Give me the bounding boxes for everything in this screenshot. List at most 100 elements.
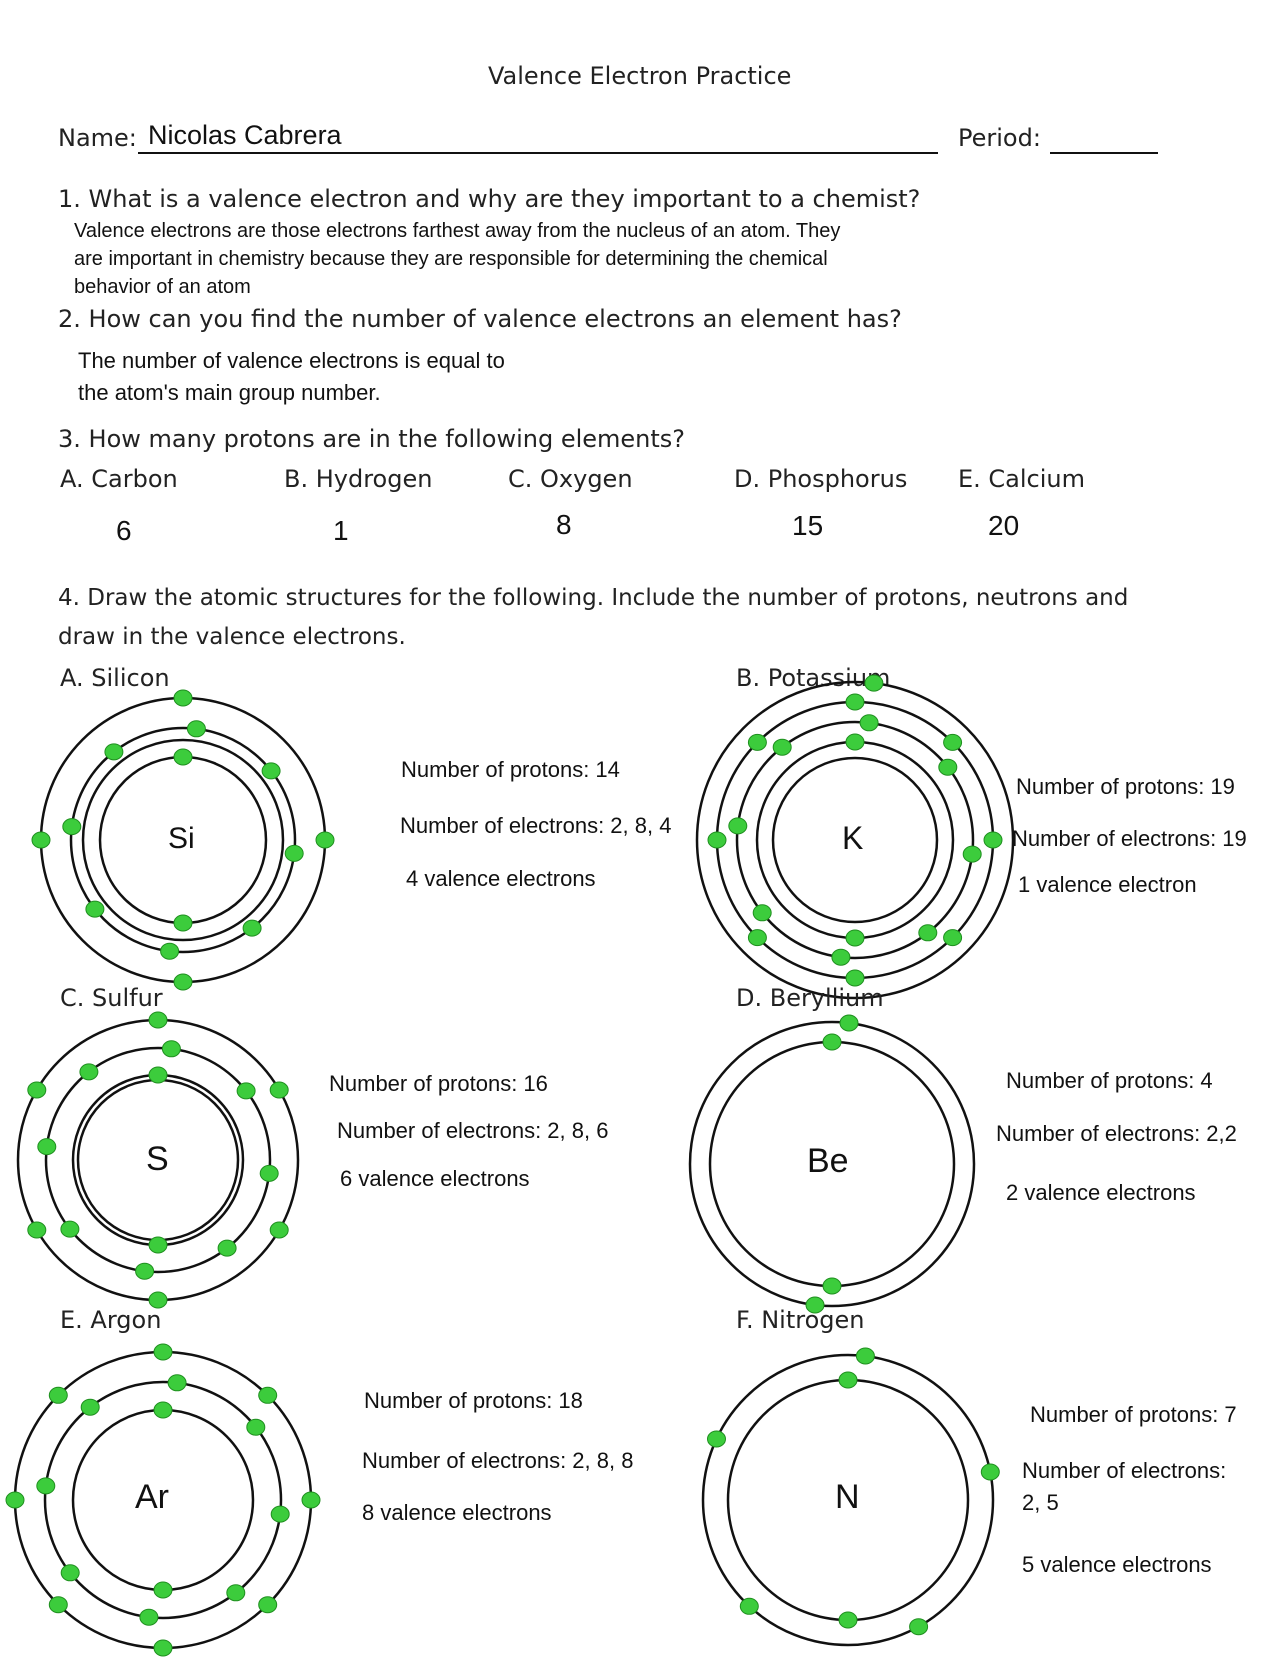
s-electron (27, 1081, 47, 1099)
s-electron (37, 1138, 57, 1156)
k-electron (747, 733, 767, 751)
be-electron (805, 1296, 825, 1314)
q3-label-carbon: A. Carbon (60, 465, 178, 493)
k-electron (962, 845, 982, 863)
nitrogen-protons: Number of protons: 7 (1030, 1402, 1237, 1427)
q3-answer-phosphorus: 15 (792, 510, 824, 541)
nitrogen-electrons-line-2: 2, 5 (1022, 1490, 1059, 1515)
q3-answer-carbon: 6 (116, 515, 132, 546)
ar-electron (301, 1491, 321, 1509)
ar-electron (258, 1596, 278, 1614)
name-line (138, 152, 938, 154)
si-shell-2 (69, 726, 297, 954)
si-nucleus-circle (81, 738, 285, 942)
si-electron (31, 831, 51, 849)
si-electron (186, 720, 206, 738)
k-electron (845, 693, 865, 711)
s-electron (148, 1291, 168, 1309)
s-electron (27, 1221, 47, 1239)
si-electron (160, 942, 180, 960)
q3-label-oxygen: C. Oxygen (508, 465, 633, 493)
question-1: 1. What is a valence electron and why ar… (58, 185, 921, 213)
nitrogen-symbol: N (835, 1478, 860, 1516)
n-electron (980, 1463, 1000, 1481)
q3-label-phosphorus: D. Phosphorus (734, 465, 908, 493)
ar-shell-2 (43, 1380, 283, 1620)
k-electron (918, 924, 938, 942)
k-nucleus-circle (771, 756, 939, 924)
si-electron (104, 743, 124, 761)
q3-label-hydrogen: B. Hydrogen (284, 465, 433, 493)
sulfur-valence: 6 valence electrons (340, 1166, 530, 1191)
k-electron (943, 733, 963, 751)
s-electron (259, 1164, 279, 1182)
atom-label-nitrogen: F. Nitrogen (736, 1306, 865, 1334)
silicon-symbol: Si (168, 822, 195, 855)
k-electron (747, 929, 767, 947)
n-electron (838, 1371, 858, 1389)
beryllium-symbol: Be (807, 1142, 849, 1180)
k-shell-4 (695, 680, 1015, 1000)
ar-electron (153, 1581, 173, 1599)
answer-1-line-1: Valence electrons are those electrons fa… (74, 220, 841, 242)
answer-2-line-2: the atom's main group number. (78, 380, 381, 405)
ar-electron (258, 1386, 278, 1404)
q3-answer-oxygen: 8 (556, 509, 572, 540)
k-electron (983, 831, 1003, 849)
k-electron (772, 738, 792, 756)
k-electron (859, 714, 879, 732)
ar-electron (153, 1639, 173, 1657)
s-electron (161, 1040, 181, 1058)
n-electron (739, 1597, 759, 1615)
ar-electron (246, 1418, 266, 1436)
si-electron (173, 748, 193, 766)
n-electron (855, 1347, 875, 1365)
ar-electron (36, 1477, 56, 1495)
sulfur-electrons: Number of electrons: 2, 8, 6 (337, 1118, 609, 1143)
answer-1-line-3: behavior of an atom (74, 276, 251, 298)
atom-label-silicon: A. Silicon (60, 664, 170, 692)
question-3: 3. How many protons are in the following… (58, 425, 686, 453)
si-electron (261, 762, 281, 780)
sulfur-symbol: S (146, 1140, 169, 1178)
si-electron (173, 914, 193, 932)
beryllium-protons: Number of protons: 4 (1006, 1068, 1213, 1093)
k-electron (831, 948, 851, 966)
ar-electron (80, 1398, 100, 1416)
nitrogen-valence: 5 valence electrons (1022, 1552, 1212, 1577)
s-electron (60, 1220, 80, 1238)
s-electron (148, 1066, 168, 1084)
si-electron (315, 831, 335, 849)
question-2: 2. How can you find the number of valenc… (58, 305, 902, 333)
k-electron (728, 817, 748, 835)
be-electron (822, 1033, 842, 1051)
n-shell-2 (701, 1353, 995, 1647)
silicon-valence: 4 valence electrons (406, 866, 596, 891)
ar-electron (60, 1564, 80, 1582)
potassium-protons: Number of protons: 19 (1016, 774, 1235, 799)
k-electron (752, 904, 772, 922)
potassium-valence: 1 valence electron (1018, 872, 1197, 897)
q3-label-calcium: E. Calcium (958, 465, 1086, 493)
k-shell-2 (735, 720, 975, 960)
atom-label-sulfur: C. Sulfur (60, 984, 163, 1012)
s-electron (236, 1082, 256, 1100)
ar-electron (167, 1374, 187, 1392)
be-electron (839, 1014, 859, 1032)
period-field[interactable] (1050, 152, 1158, 154)
k-electron (938, 758, 958, 776)
potassium-symbol: K (842, 820, 864, 856)
s-electron (148, 1011, 168, 1029)
name-field[interactable]: Nicolas Cabrera (148, 120, 342, 150)
s-electron (217, 1239, 237, 1257)
k-electron (707, 831, 727, 849)
q3-answer-hydrogen: 1 (333, 515, 349, 546)
nitrogen-electrons-line-1: Number of electrons: (1022, 1458, 1227, 1483)
q3-answer-calcium: 20 (988, 510, 1020, 541)
si-electron (173, 689, 193, 707)
ar-electron (139, 1608, 159, 1626)
k-electron (845, 969, 865, 987)
